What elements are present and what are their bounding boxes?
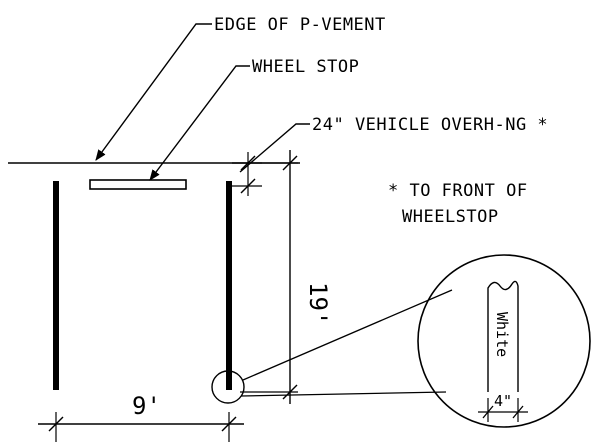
depth-tick-bottom [282, 384, 298, 400]
overhang-tick-bottom [240, 178, 256, 194]
edge-of-pavement-leader [95, 23, 212, 161]
detail-leader-bottom [240, 391, 447, 397]
vehicle-overhang-leader [239, 123, 310, 173]
edge-of-pavement-label: EDGE OF P-VEMENT [214, 15, 386, 35]
detail-stripe-outline [487, 280, 519, 392]
wheel-stop-shape [89, 179, 187, 190]
wheel-stop-label: WHEEL STOP [252, 57, 359, 77]
detail-enlarged-circle [417, 254, 591, 428]
wheel-stop-leader [149, 65, 250, 181]
stripe-width-tick-right [512, 405, 524, 419]
detail-leader-top [242, 289, 453, 381]
depth-tick-top [282, 155, 298, 171]
stripe-width-label: 4" [494, 392, 512, 410]
stall-depth-label: 19' [304, 282, 332, 325]
width-tick-left [48, 416, 64, 432]
stall-width-label: 9' [132, 392, 161, 420]
vehicle-overhang-label: 24" VEHICLE OVERH-NG * [312, 115, 548, 135]
note-line-1: * TO FRONT OF [388, 181, 528, 201]
stripe-width-tick-left [482, 405, 494, 419]
width-tick-right [221, 416, 237, 432]
note-line-2: WHEELSTOP [402, 207, 499, 227]
stripe-color-label: White [493, 312, 511, 357]
detail-callout-circle [211, 370, 245, 404]
